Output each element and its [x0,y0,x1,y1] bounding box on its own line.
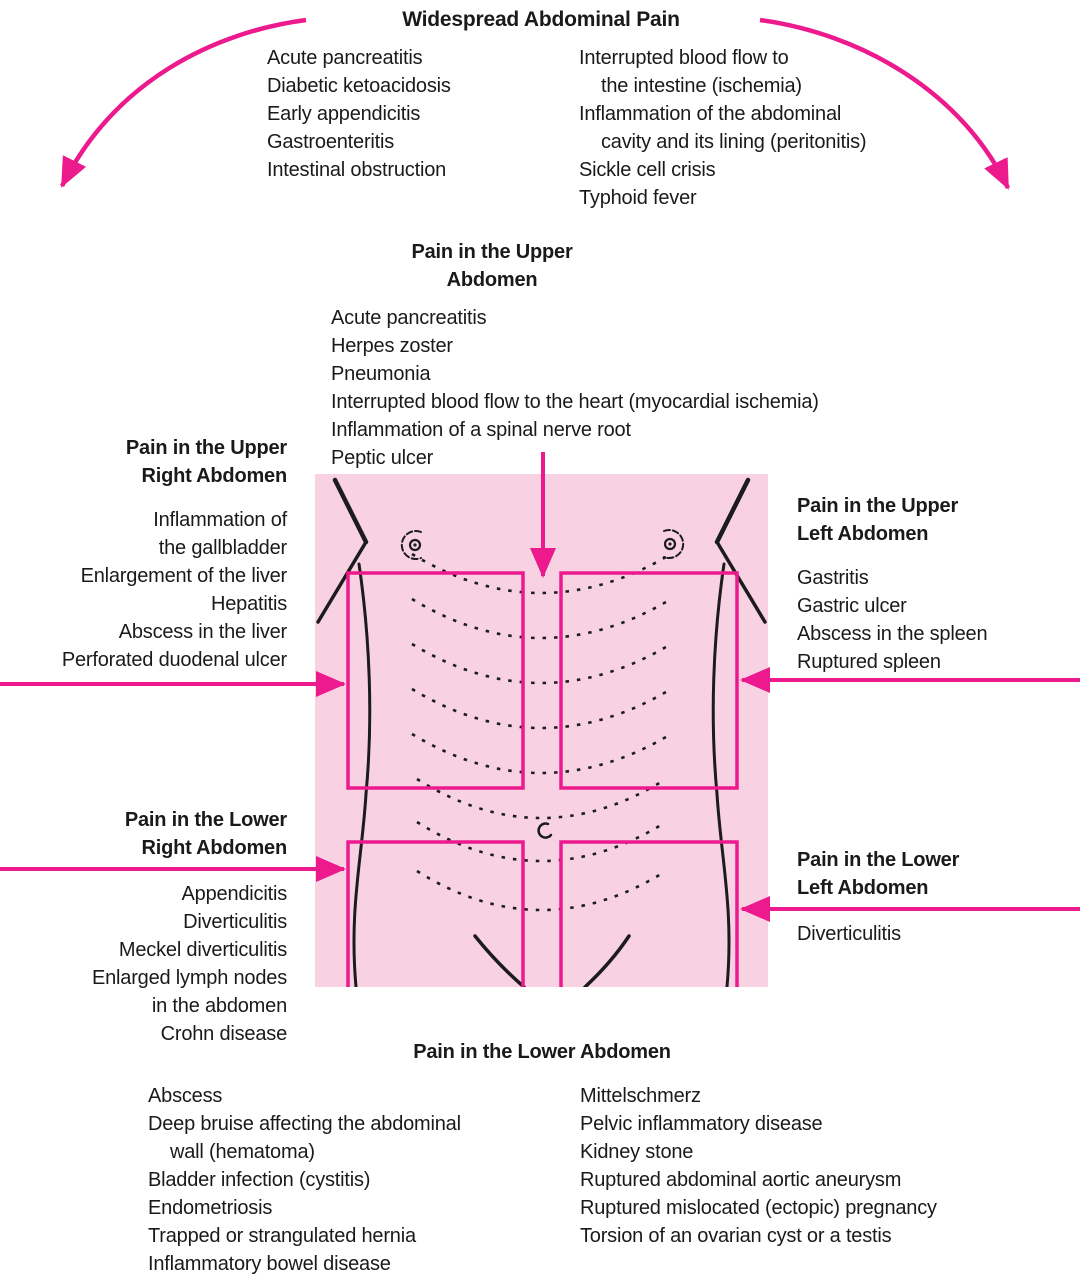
list-line: Inflammatory bowel disease [148,1253,391,1275]
list-line: Meckel diverticulitis [118,939,287,961]
list-line: Enlargement of the liver [80,565,288,587]
list-line: Bladder infection (cystitis) [148,1169,371,1191]
list-line: Left Abdomen [797,523,929,545]
list-line: Gastric ulcer [797,595,907,617]
list-line: Gastroenteritis [267,131,395,153]
list-line: Pain in the Upper [411,241,573,263]
list-line: Enlarged lymph nodes [91,967,287,989]
list-line: Left Abdomen [797,877,929,899]
list-line: in the abdomen [151,995,287,1017]
list-line: Diabetic ketoacidosis [267,75,451,97]
list-line: Pain in the Lower [797,849,960,871]
list-line: Pain in the Lower [124,809,287,831]
upper-right-quadrant-box [346,571,525,790]
lower-abdomen-heading: Pain in the Lower Abdomen [413,1041,671,1063]
list-line: Intestinal obstruction [267,159,447,181]
list-line: Endometriosis [148,1197,273,1219]
list-line: Pain in the Upper [797,495,959,517]
list-line: wall (hematoma) [170,1141,315,1163]
list-line: Ruptured spleen [797,651,941,673]
list-line: Acute pancreatitis [267,47,423,69]
list-line: Diverticulitis [183,911,287,933]
list-line: Pain in the Upper [125,437,287,459]
list-line: Deep bruise affecting the abdominal [148,1113,461,1135]
torso-background [315,474,768,987]
list-line: Peptic ulcer [331,447,434,469]
list-line: Inflammation of the abdominal [579,103,842,125]
list-line: Inflammation of a spinal nerve root [331,419,631,441]
list-line: Sickle cell crisis [579,159,716,181]
list-line: Typhoid fever [579,187,697,209]
list-line: Pelvic inflammatory disease [580,1113,823,1135]
list-line: Gastritis [797,567,869,589]
list-line: Torsion of an ovarian cyst or a testis [580,1225,892,1247]
list-line: Abdomen [446,269,538,291]
list-line: Acute pancreatitis [331,307,487,329]
nipple-right-icon [663,529,685,559]
nipple-left-icon [400,530,422,560]
list-line: Inflammation of [153,509,287,531]
list-line: Interrupted blood flow to the heart (myo… [331,391,819,413]
list-line: Interrupted blood flow to [579,47,789,69]
lower-right-quadrant-box [346,840,525,987]
list-line: Trapped or strangulated hernia [148,1225,416,1247]
lower-left-quadrant-box [559,840,739,987]
list-line: Kidney stone [580,1141,694,1163]
lower-left-abdomen-causes-list: Diverticulitis [797,920,901,948]
upper-left-quadrant-box [559,571,739,790]
list-line: Ruptured mislocated (ectopic) pregnancy [580,1197,937,1219]
list-line: cavity and its lining (peritonitis) [601,131,867,153]
list-line: Right Abdomen [141,837,287,859]
list-line: Diverticulitis [797,923,901,945]
torso-figure [315,474,768,987]
list-line: Appendicitis [181,883,288,905]
widespread-causes-right-list: Interrupted blood flow to the intestine (… [579,44,867,212]
list-line: Pneumonia [331,363,431,385]
list-line: the intestine (ischemia) [601,75,802,97]
diagram-title: Widespread Abdominal Pain [402,8,680,31]
quadrant-boxes [346,571,739,987]
list-line: Perforated duodenal ulcer [61,649,287,671]
list-line: Crohn disease [160,1023,288,1045]
list-line: Abscess in the liver [118,621,287,643]
list-line: Hepatitis [210,593,287,615]
list-line: Ruptured abdominal aortic aneurysm [580,1169,902,1191]
list-line: Abscess in the spleen [797,623,988,645]
list-line: Herpes zoster [331,335,453,357]
list-line: Early appendicitis [267,103,421,125]
list-line: Right Abdomen [141,465,287,487]
list-line: Abscess [148,1085,223,1107]
list-line: Mittelschmerz [580,1085,701,1107]
list-line: the gallbladder [158,537,287,559]
navel-icon [537,822,553,839]
